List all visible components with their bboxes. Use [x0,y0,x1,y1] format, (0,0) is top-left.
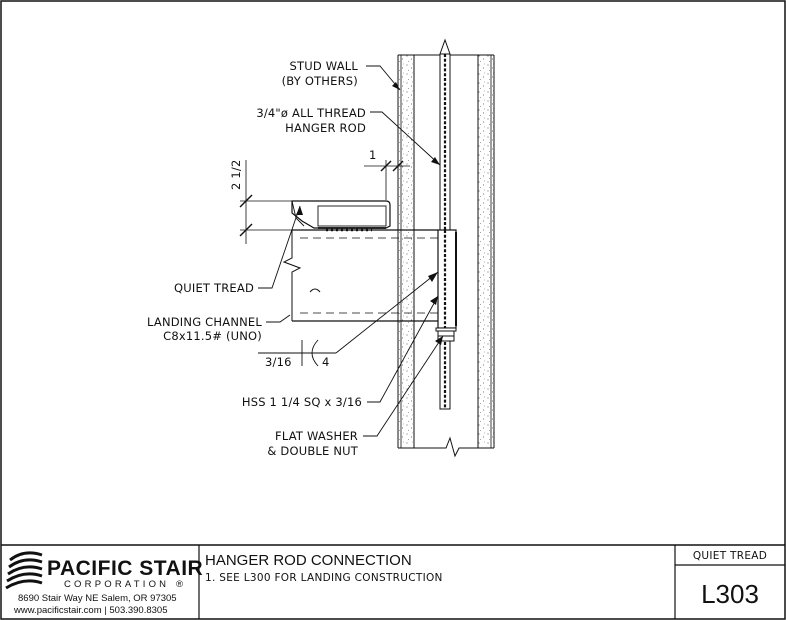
dimension-tread-height [239,160,292,244]
stud-wall [397,54,495,458]
hss-tube [437,229,457,329]
company-contact: www.pacificstair.com | 503.390.8305 [13,605,168,616]
dimension-gap-text: 1 [369,148,377,162]
quiet-tread [291,200,391,232]
washer-label-2: & DOUBLE NUT [267,444,358,458]
leader-lines [258,65,444,437]
landing-channel-label-2: C8x11.5# (UNO) [163,329,262,343]
rod-label: 3/4"ø ALL THREAD [256,106,366,120]
dimension-gap [364,160,410,200]
sheet-number: L303 [701,579,759,609]
washer-label: FLAT WASHER [275,429,358,443]
detail-drawing: 2 1/2 1 3/16 4 [147,38,495,458]
company-name: PACIFIC STAIR [47,557,203,580]
drawing-title: HANGER ROD CONNECTION [205,552,412,569]
hanger-rod [439,38,451,410]
washer-nut [435,327,457,342]
weld-size-text: 3/16 [265,355,292,369]
quiet-tread-label: QUIET TREAD [174,281,254,295]
company-logo [5,551,43,590]
company-corporation: CORPORATION [64,579,169,590]
landing-channel-label: LANDING CHANNEL [147,315,262,329]
rod-label-2: HANGER ROD [285,121,366,135]
landing-channel [282,229,438,322]
hss-label: HSS 1 1/4 SQ x 3/16 [242,395,362,409]
weld-length-text: 4 [322,355,330,369]
company-address: 8690 Stair Way NE Salem, OR 97305 [18,593,177,604]
stud-wall-label-2: (BY OTHERS) [282,74,358,88]
stud-wall-label: STUD WALL [290,59,359,73]
title-block: PACIFIC STAIR CORPORATION ® 8690 Stair W… [1,544,785,619]
dimension-tread-height-text: 2 1/2 [229,160,243,190]
drawing-category: QUIET TREAD [693,550,767,562]
drawing-note: 1. SEE L300 FOR LANDING CONSTRUCTION [205,572,443,584]
weld-symbol [258,271,439,367]
registered-mark: ® [176,579,183,590]
